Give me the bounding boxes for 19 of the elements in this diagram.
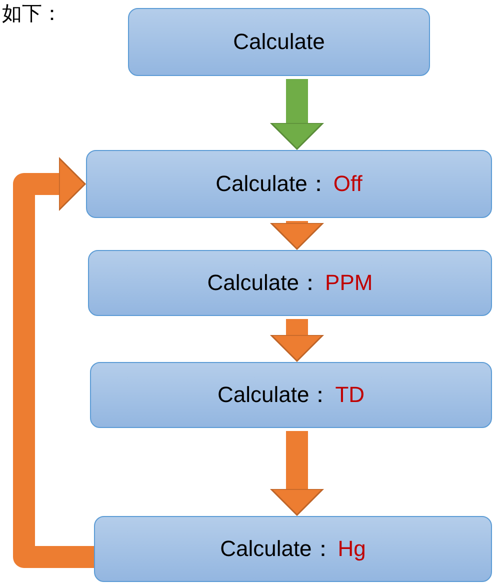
process-box <box>90 362 492 428</box>
process-box <box>88 250 492 316</box>
box-label: Calculate： <box>207 269 322 297</box>
process-box <box>128 8 430 76</box>
process-box <box>86 150 492 218</box>
block-arrow <box>270 319 324 362</box>
parameter-value: Off <box>333 171 362 197</box>
box-label: Calculate： <box>217 381 332 409</box>
process-box <box>94 516 492 582</box>
block-arrow <box>270 79 324 150</box>
block-arrow <box>270 431 324 516</box>
box-label: Calculate： <box>220 535 334 563</box>
box-label: Calculate： <box>216 170 330 198</box>
box-label: Calculate <box>233 29 325 55</box>
parameter-value: PPM <box>325 270 373 296</box>
intro-text: 如下： <box>2 0 62 27</box>
parameter-value: Hg <box>338 536 366 562</box>
block-arrow <box>270 221 324 250</box>
parameter-value: TD <box>335 382 365 408</box>
